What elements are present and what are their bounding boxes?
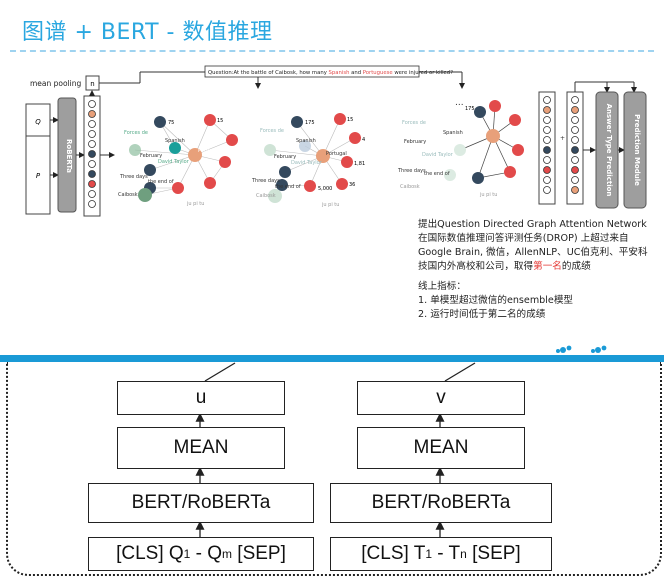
- graph-step-3: 175 Forces de Spanish February David Tay…: [397, 100, 524, 198]
- svg-text:Three days: Three days: [251, 178, 280, 184]
- mean-box-left: MEAN: [117, 427, 285, 469]
- title-divider: [10, 50, 654, 52]
- passage-input-box: [25, 135, 51, 215]
- svg-text:Portugal: Portugal: [326, 151, 347, 157]
- section-divider-bar: [0, 355, 664, 362]
- svg-text:36: 36: [349, 182, 355, 188]
- svg-text:Spanish: Spanish: [296, 138, 316, 144]
- svg-text:1,81: 1,81: [354, 161, 365, 167]
- graph-step-1: 75 15 Forces de Spanish Portugal Februar…: [118, 114, 238, 207]
- svg-text:Three days: Three days: [397, 168, 426, 174]
- svg-text:Forces de: Forces de: [260, 128, 284, 134]
- svg-text:David Taylor: David Taylor: [422, 152, 454, 158]
- svg-text:the end of: the end of: [424, 171, 450, 177]
- svg-text:the end of: the end of: [275, 184, 301, 190]
- svg-text:Caibosk: Caibosk: [400, 184, 420, 190]
- svg-text:15: 15: [217, 118, 223, 124]
- online-metrics: 线上指标： 1. 单模型超过微信的ensemble模型 2. 运行时间低于第二名…: [418, 281, 574, 320]
- encoder-box-right: BERT/RoBERTa: [330, 483, 552, 523]
- node-forces: Forces de: [124, 130, 148, 136]
- svg-text:ju pi tu: ju pi tu: [479, 192, 497, 198]
- node-caibosk: Caibosk: [118, 192, 138, 198]
- siamese-diagram-frame: [6, 362, 662, 576]
- encoder-box-left: BERT/RoBERTa: [88, 483, 314, 523]
- svg-text:75: 75: [168, 120, 174, 126]
- svg-text:15: 15: [347, 117, 353, 123]
- page-title: 图谱 + BERT - 数值推理: [22, 20, 273, 45]
- svg-text:February: February: [404, 139, 426, 145]
- u-output-box: u: [117, 381, 285, 415]
- node-david-taylor: David Taylor: [158, 159, 190, 165]
- first-place-highlight: 第一名: [533, 261, 562, 272]
- passage-input-label: P: [36, 172, 41, 180]
- svg-text:Prediction Module: Prediction Module: [633, 114, 641, 186]
- node-ju-pi-tu: ju pi tu: [186, 201, 204, 207]
- svg-text:ju pi tu: ju pi tu: [321, 202, 339, 208]
- svg-text:Caibosk: Caibosk: [256, 193, 276, 199]
- question-banner: [204, 65, 420, 78]
- svg-text:175: 175: [465, 106, 475, 112]
- v-output-box: v: [357, 381, 525, 415]
- mean-pooling-label: mean pooling: [30, 79, 82, 88]
- svg-text:Answer Type Prediction: Answer Type Prediction: [605, 104, 613, 197]
- roberta-label: RoBERTa: [65, 139, 73, 173]
- svg-text:Forces de: Forces de: [402, 120, 426, 126]
- token-circles: [88, 100, 96, 208]
- node-february: February: [140, 153, 162, 159]
- node-three-days: Three days: [119, 174, 148, 180]
- svg-text:Spanish: Spanish: [443, 130, 463, 136]
- description: 提出Question Directed Graph Attention Netw…: [418, 219, 648, 272]
- question-banner-text: Question:At the battle of Caibosk, how m…: [208, 70, 453, 76]
- question-input-label: Q: [35, 118, 41, 126]
- node-end-of: the end of: [148, 179, 174, 185]
- prediction-module: [623, 91, 647, 209]
- question-input-box: [25, 103, 51, 137]
- svg-text:5,000: 5,000: [318, 186, 332, 192]
- architecture-figure: Q P RoBERTa mean pooling n Question:At t…: [25, 65, 647, 353]
- node-portugal: Portugal: [198, 148, 219, 154]
- svg-text:February: February: [274, 154, 296, 160]
- graph-step-2: 175 15 4 1,81 36 5,000 Forces de Spanish…: [251, 113, 365, 208]
- mean-box-right: MEAN: [357, 427, 525, 469]
- node-spanish: Spanish: [165, 138, 185, 144]
- mean-pooling-symbol: n: [90, 80, 94, 88]
- graph-ellipsis: ...: [455, 98, 464, 108]
- svg-text:David Taylor: David Taylor: [291, 160, 323, 166]
- svg-text:175: 175: [305, 120, 315, 126]
- ant-icons: [556, 345, 607, 353]
- svg-text:4: 4: [362, 137, 365, 143]
- svg-text:+: +: [560, 135, 565, 142]
